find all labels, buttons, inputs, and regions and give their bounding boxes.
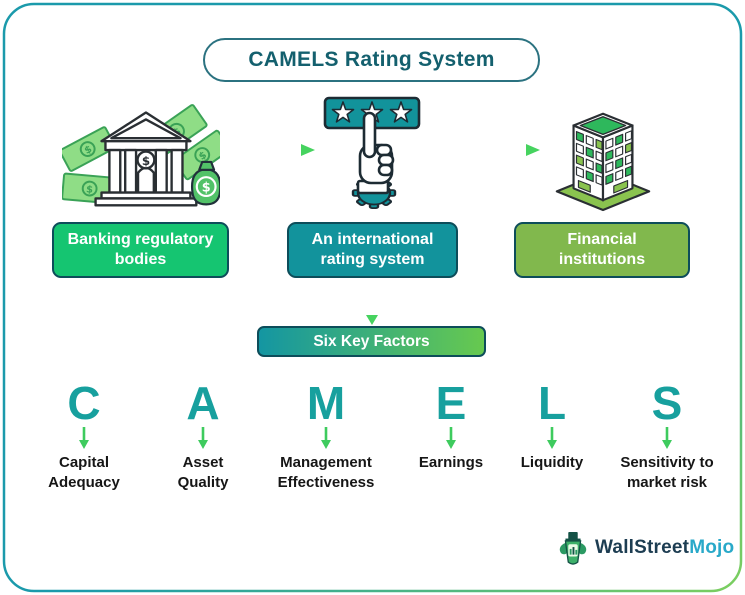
node-financial-institutions: Financial institutions: [514, 222, 690, 278]
page-title: CAMELS Rating System: [248, 48, 495, 71]
node-banking-regulatory-bodies: Banking regulatory bodies: [52, 222, 229, 278]
logo-part1: WallStreet: [595, 537, 690, 558]
factor-letter: L: [537, 377, 567, 429]
bank-money-icon: $ $ $ $: [62, 104, 220, 207]
node-label: Financial institutions: [558, 231, 646, 268]
six-key-factors-label: Six Key Factors: [313, 332, 430, 350]
down-arrow-icon: [547, 427, 557, 449]
title-pill: CAMELS Rating System: [203, 38, 540, 82]
factor-label: Earnings: [418, 454, 484, 471]
factor-label: Asset Quality: [177, 454, 229, 492]
factor-column-management-effectiveness: M Management Effectiveness: [261, 380, 391, 494]
six-key-factors-banner: Six Key Factors: [257, 326, 486, 357]
factor-label: Capital Adequacy: [48, 454, 120, 492]
node-international-rating-system: An international rating system: [287, 222, 458, 278]
factor-column-liquidity: L Liquidity: [502, 380, 602, 473]
factor-letter: S: [651, 377, 683, 429]
logo-part2: Mojo: [689, 537, 735, 558]
node-label: An international rating system: [311, 231, 434, 268]
logo-wordmark: WallStreetMojo: [595, 537, 734, 559]
down-arrow-icon: [79, 427, 89, 449]
star-rating-hand-icon: [323, 96, 421, 209]
down-arrow-icon: [662, 427, 672, 449]
factor-column-asset-quality: A Asset Quality: [158, 380, 248, 494]
factor-column-sensitivity-market-risk: S Sensitivity to market risk: [617, 380, 717, 494]
svg-text:$: $: [202, 181, 211, 196]
svg-text:$: $: [86, 184, 94, 196]
wallstreetmojo-mascot-icon: [559, 531, 587, 565]
factor-letter: E: [435, 377, 467, 429]
factor-label: Sensitivity to market risk: [620, 454, 714, 492]
office-building-icon: [555, 112, 651, 212]
wallstreetmojo-logo: WallStreetMojo: [556, 530, 734, 566]
down-arrow-icon: [446, 427, 456, 449]
factor-label: Management Effectiveness: [277, 454, 375, 492]
factor-column-capital-adequacy: C Capital Adequacy: [29, 380, 139, 494]
node-label: Banking regulatory bodies: [67, 231, 214, 268]
flow-arrow-right-1: [235, 144, 315, 156]
svg-text:$: $: [83, 144, 94, 157]
down-arrow-icon: [198, 427, 208, 449]
factor-label: Liquidity: [520, 454, 584, 471]
down-arrow-icon: [321, 427, 331, 449]
svg-text:$: $: [142, 154, 150, 168]
flow-arrow-down: [366, 278, 378, 325]
factor-letter: C: [67, 377, 101, 429]
factor-letter: M: [306, 377, 346, 429]
factor-letter: A: [186, 377, 220, 429]
flow-arrow-right-2: [460, 144, 540, 156]
factor-column-earnings: E Earnings: [401, 380, 501, 473]
